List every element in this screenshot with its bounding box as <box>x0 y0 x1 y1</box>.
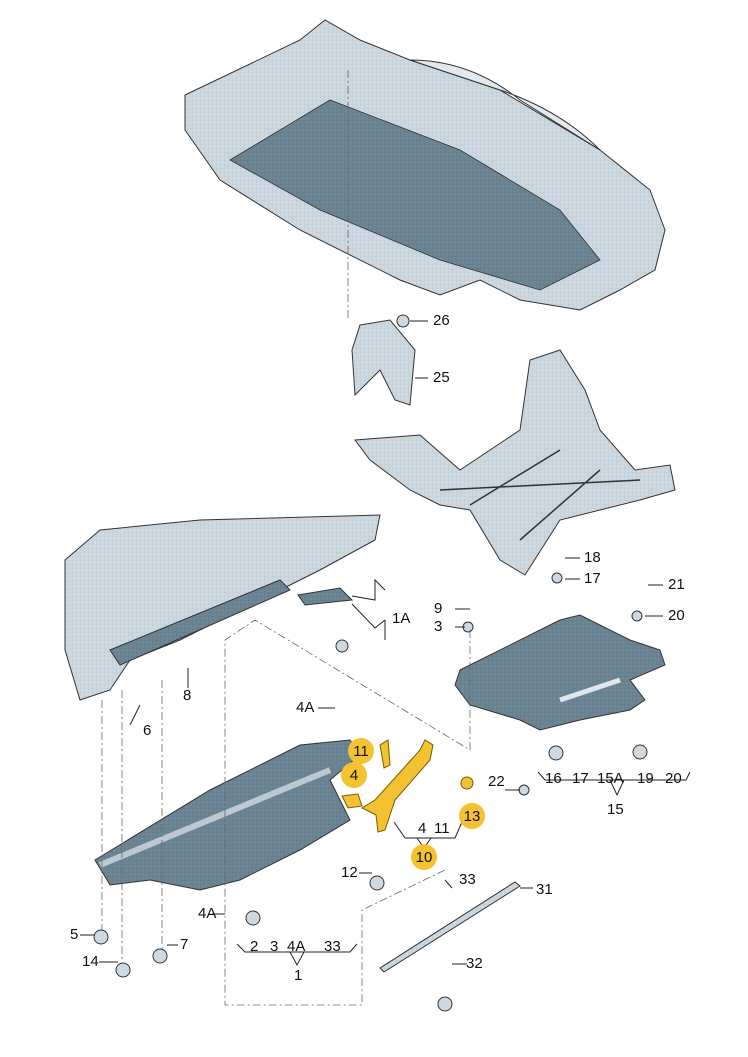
label-17b: 17 <box>572 770 589 787</box>
label-3: 3 <box>434 618 443 635</box>
label-9: 9 <box>434 600 443 617</box>
label-6: 6 <box>143 722 152 739</box>
label-11-highlight: 11 <box>348 738 374 764</box>
label-11: 11 <box>434 820 450 837</box>
label-15: 15 <box>607 801 624 818</box>
label-21: 21 <box>668 576 685 593</box>
label-4-highlight: 4 <box>341 762 367 788</box>
label-4A: 4A <box>296 699 315 716</box>
label-18: 18 <box>584 549 601 566</box>
label-33b: 33 <box>324 938 341 955</box>
label-15A: 15A <box>597 770 624 787</box>
label-1: 1 <box>294 967 303 984</box>
label-32: 32 <box>466 955 483 972</box>
label-10-highlight: 10 <box>411 844 437 870</box>
label-2: 2 <box>250 938 259 955</box>
label-7: 7 <box>180 936 189 953</box>
label-22: 22 <box>488 773 505 790</box>
label-14: 14 <box>82 953 99 970</box>
leader-lines <box>101 70 471 1006</box>
fasteners <box>93 572 648 1012</box>
label-13-highlight: 13 <box>459 803 485 829</box>
label-17: 17 <box>584 570 601 587</box>
part-31-seal-strip <box>379 881 521 973</box>
part-15-noise-insulation <box>454 614 666 731</box>
label-25: 25 <box>433 369 450 386</box>
label-19: 19 <box>637 770 654 787</box>
part-1A-bracket <box>297 587 354 606</box>
label-3b: 3 <box>270 938 279 955</box>
label-4: 4 <box>418 820 427 837</box>
part-26-nut <box>396 314 410 328</box>
part-25-bracket <box>351 319 416 406</box>
label-4A-b: 4A <box>287 938 306 955</box>
label-33: 33 <box>459 871 476 888</box>
highlighted-parts <box>341 739 474 833</box>
label-12: 12 <box>341 864 358 881</box>
label-16: 16 <box>545 770 562 787</box>
label-20b: 20 <box>665 770 682 787</box>
vehicle-body <box>184 19 666 311</box>
label-20: 20 <box>668 607 685 624</box>
label-4A-mid: 4A <box>198 905 217 922</box>
label-5: 5 <box>70 926 79 943</box>
subframe <box>354 349 676 576</box>
label-26: 26 <box>433 312 450 329</box>
label-31: 31 <box>536 881 553 898</box>
label-1A: 1A <box>392 610 411 627</box>
label-8: 8 <box>183 687 192 704</box>
